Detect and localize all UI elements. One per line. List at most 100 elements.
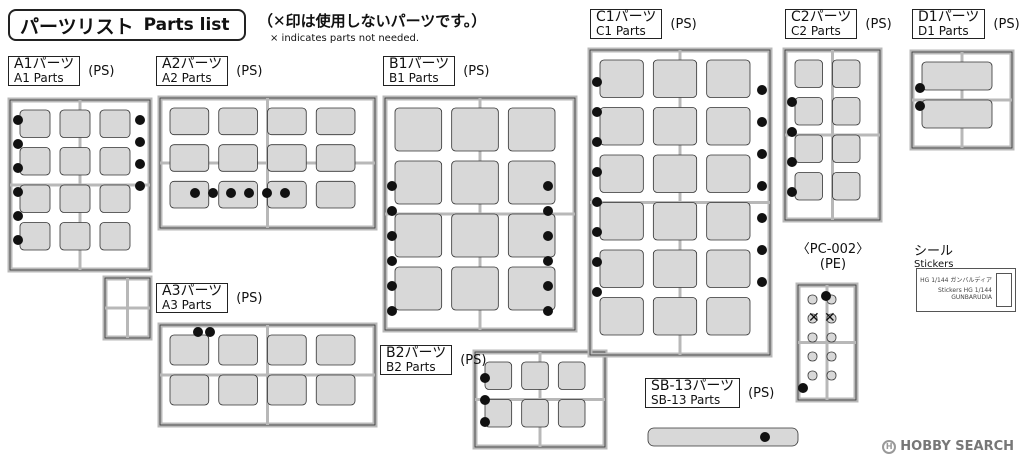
runner-pc002-part — [826, 351, 837, 362]
runner-c2-part-number-badge — [787, 97, 797, 107]
runner-b1-part-number-badge — [543, 231, 553, 241]
runner-a2-part — [169, 144, 210, 172]
parts-list-title: パーツリスト Parts list — [8, 9, 246, 41]
runner-a1-part — [99, 222, 131, 251]
runner-c2-part — [794, 59, 823, 88]
runner-b2-material: (PS) — [460, 352, 487, 368]
runner-b1-part-number-badge — [387, 181, 397, 191]
runner-a2-part-number-badge — [208, 188, 218, 198]
runner-b1-part-number-badge — [387, 306, 397, 316]
runner-b1-part — [394, 107, 443, 152]
runner-b1-part-number-badge — [387, 231, 397, 241]
sticker-code-mark — [996, 273, 1012, 307]
runner-b2-part — [557, 399, 586, 428]
runner-a1-part — [19, 109, 51, 138]
unused-part-x-mark: ✕ — [808, 310, 820, 326]
runner-c1-part-number-badge — [592, 197, 602, 207]
runner-pc002-part — [826, 313, 837, 324]
runner-c1-part — [652, 202, 698, 241]
runner-b1-part — [507, 107, 556, 152]
runner-b1-part-number-badge — [543, 256, 553, 266]
runner-a1-part-number-badge — [135, 181, 145, 191]
runner-b2-jp: B2パーツ — [386, 345, 447, 361]
runner-c1-part — [706, 297, 751, 336]
runner-a1-part — [19, 184, 51, 213]
runner-c1-jp: C1パーツ — [596, 9, 657, 25]
runner-c1-part — [706, 59, 751, 98]
runner-a1-part — [99, 147, 131, 176]
runner-sb13-bar — [647, 427, 799, 447]
runner-c1-part — [706, 249, 751, 288]
pc002-material: (PE) — [819, 257, 847, 272]
runner-b1-part-number-badge — [387, 256, 397, 266]
runner-a2-part-number-badge — [226, 188, 236, 198]
runner-d1-part — [921, 61, 993, 91]
runner-a1-part-number-badge — [13, 211, 23, 221]
runner-a1-part — [59, 184, 91, 213]
runner-b1-part-number-badge — [543, 306, 553, 316]
runner-c1-part-number-badge — [592, 77, 602, 87]
runner-c2-part — [794, 97, 823, 126]
runner-c2-material: (PS) — [865, 16, 892, 32]
runner-a2-part — [267, 107, 307, 136]
runner-c1-part — [706, 202, 751, 241]
stickers-jp: シール — [914, 244, 954, 259]
runner-a2-part — [169, 107, 210, 136]
runner-b2-part — [484, 399, 513, 428]
runner-b1-part-number-badge — [543, 181, 553, 191]
runner-a1-material: (PS) — [88, 63, 115, 79]
runner-b1-part — [507, 213, 556, 258]
runner-c1-en: C1 Parts — [596, 24, 646, 38]
runner-a3-part — [315, 334, 356, 366]
sticker-line-2: Stickers HG 1/144 GUNBARUDIA — [938, 287, 992, 301]
runner-d1-part-number-badge — [915, 101, 925, 111]
note-jp: （✕印は使用しないパーツです。） — [258, 12, 487, 30]
runner-c2-en: C2 Parts — [791, 24, 841, 38]
runner-pc002-part — [826, 332, 837, 343]
runner-c1-part — [652, 297, 698, 336]
runner-a3-part — [267, 374, 307, 406]
runner-c2-part-number-badge — [787, 187, 797, 197]
runner-a1-part — [59, 222, 91, 251]
pc002-label: 〈PC-002〉 (PE) — [790, 238, 876, 272]
runner-c2-jp: C2パーツ — [791, 9, 852, 25]
runner-a2-part-number-badge — [190, 188, 200, 198]
runner-d1-material: (PS) — [993, 16, 1020, 32]
runner-a3-part — [218, 374, 258, 406]
runner-a1-part — [19, 147, 51, 176]
runner-a1-en: A1 Parts — [14, 71, 64, 85]
runner-a1-part-number-badge — [135, 159, 145, 169]
runner-b1-part — [451, 266, 499, 311]
runner-b2-part-number-badge — [480, 373, 490, 383]
runner-c2-part — [832, 97, 861, 126]
runner-c1-part — [706, 154, 751, 193]
runner-c2-part — [794, 172, 823, 201]
runner-a3-material: (PS) — [236, 290, 263, 306]
runner-sb13-material: (PS) — [748, 385, 775, 401]
runner-c2-part-number-badge — [787, 127, 797, 137]
runner-a2-part — [315, 180, 356, 209]
runner-a3-jp: A3パーツ — [162, 283, 223, 299]
hobby-search-logo-icon: H — [882, 439, 897, 454]
runner-b1-part — [394, 160, 443, 205]
runner-a3-part — [218, 334, 258, 366]
runner-sb13-part-number-badge — [760, 432, 770, 442]
runner-a1-part-number-badge — [13, 163, 23, 173]
runner-a3-part — [169, 374, 210, 406]
runner-a1-part-number-badge — [135, 137, 145, 147]
runner-c1-part — [652, 107, 698, 146]
runner-b1-part — [394, 266, 443, 311]
runner-c1-part-number-badge — [757, 149, 767, 159]
runner-pc002-part — [807, 313, 818, 324]
runner-c1-part — [599, 154, 644, 193]
stickers-en: Stickers — [914, 259, 954, 270]
runner-a3-part — [315, 374, 356, 406]
